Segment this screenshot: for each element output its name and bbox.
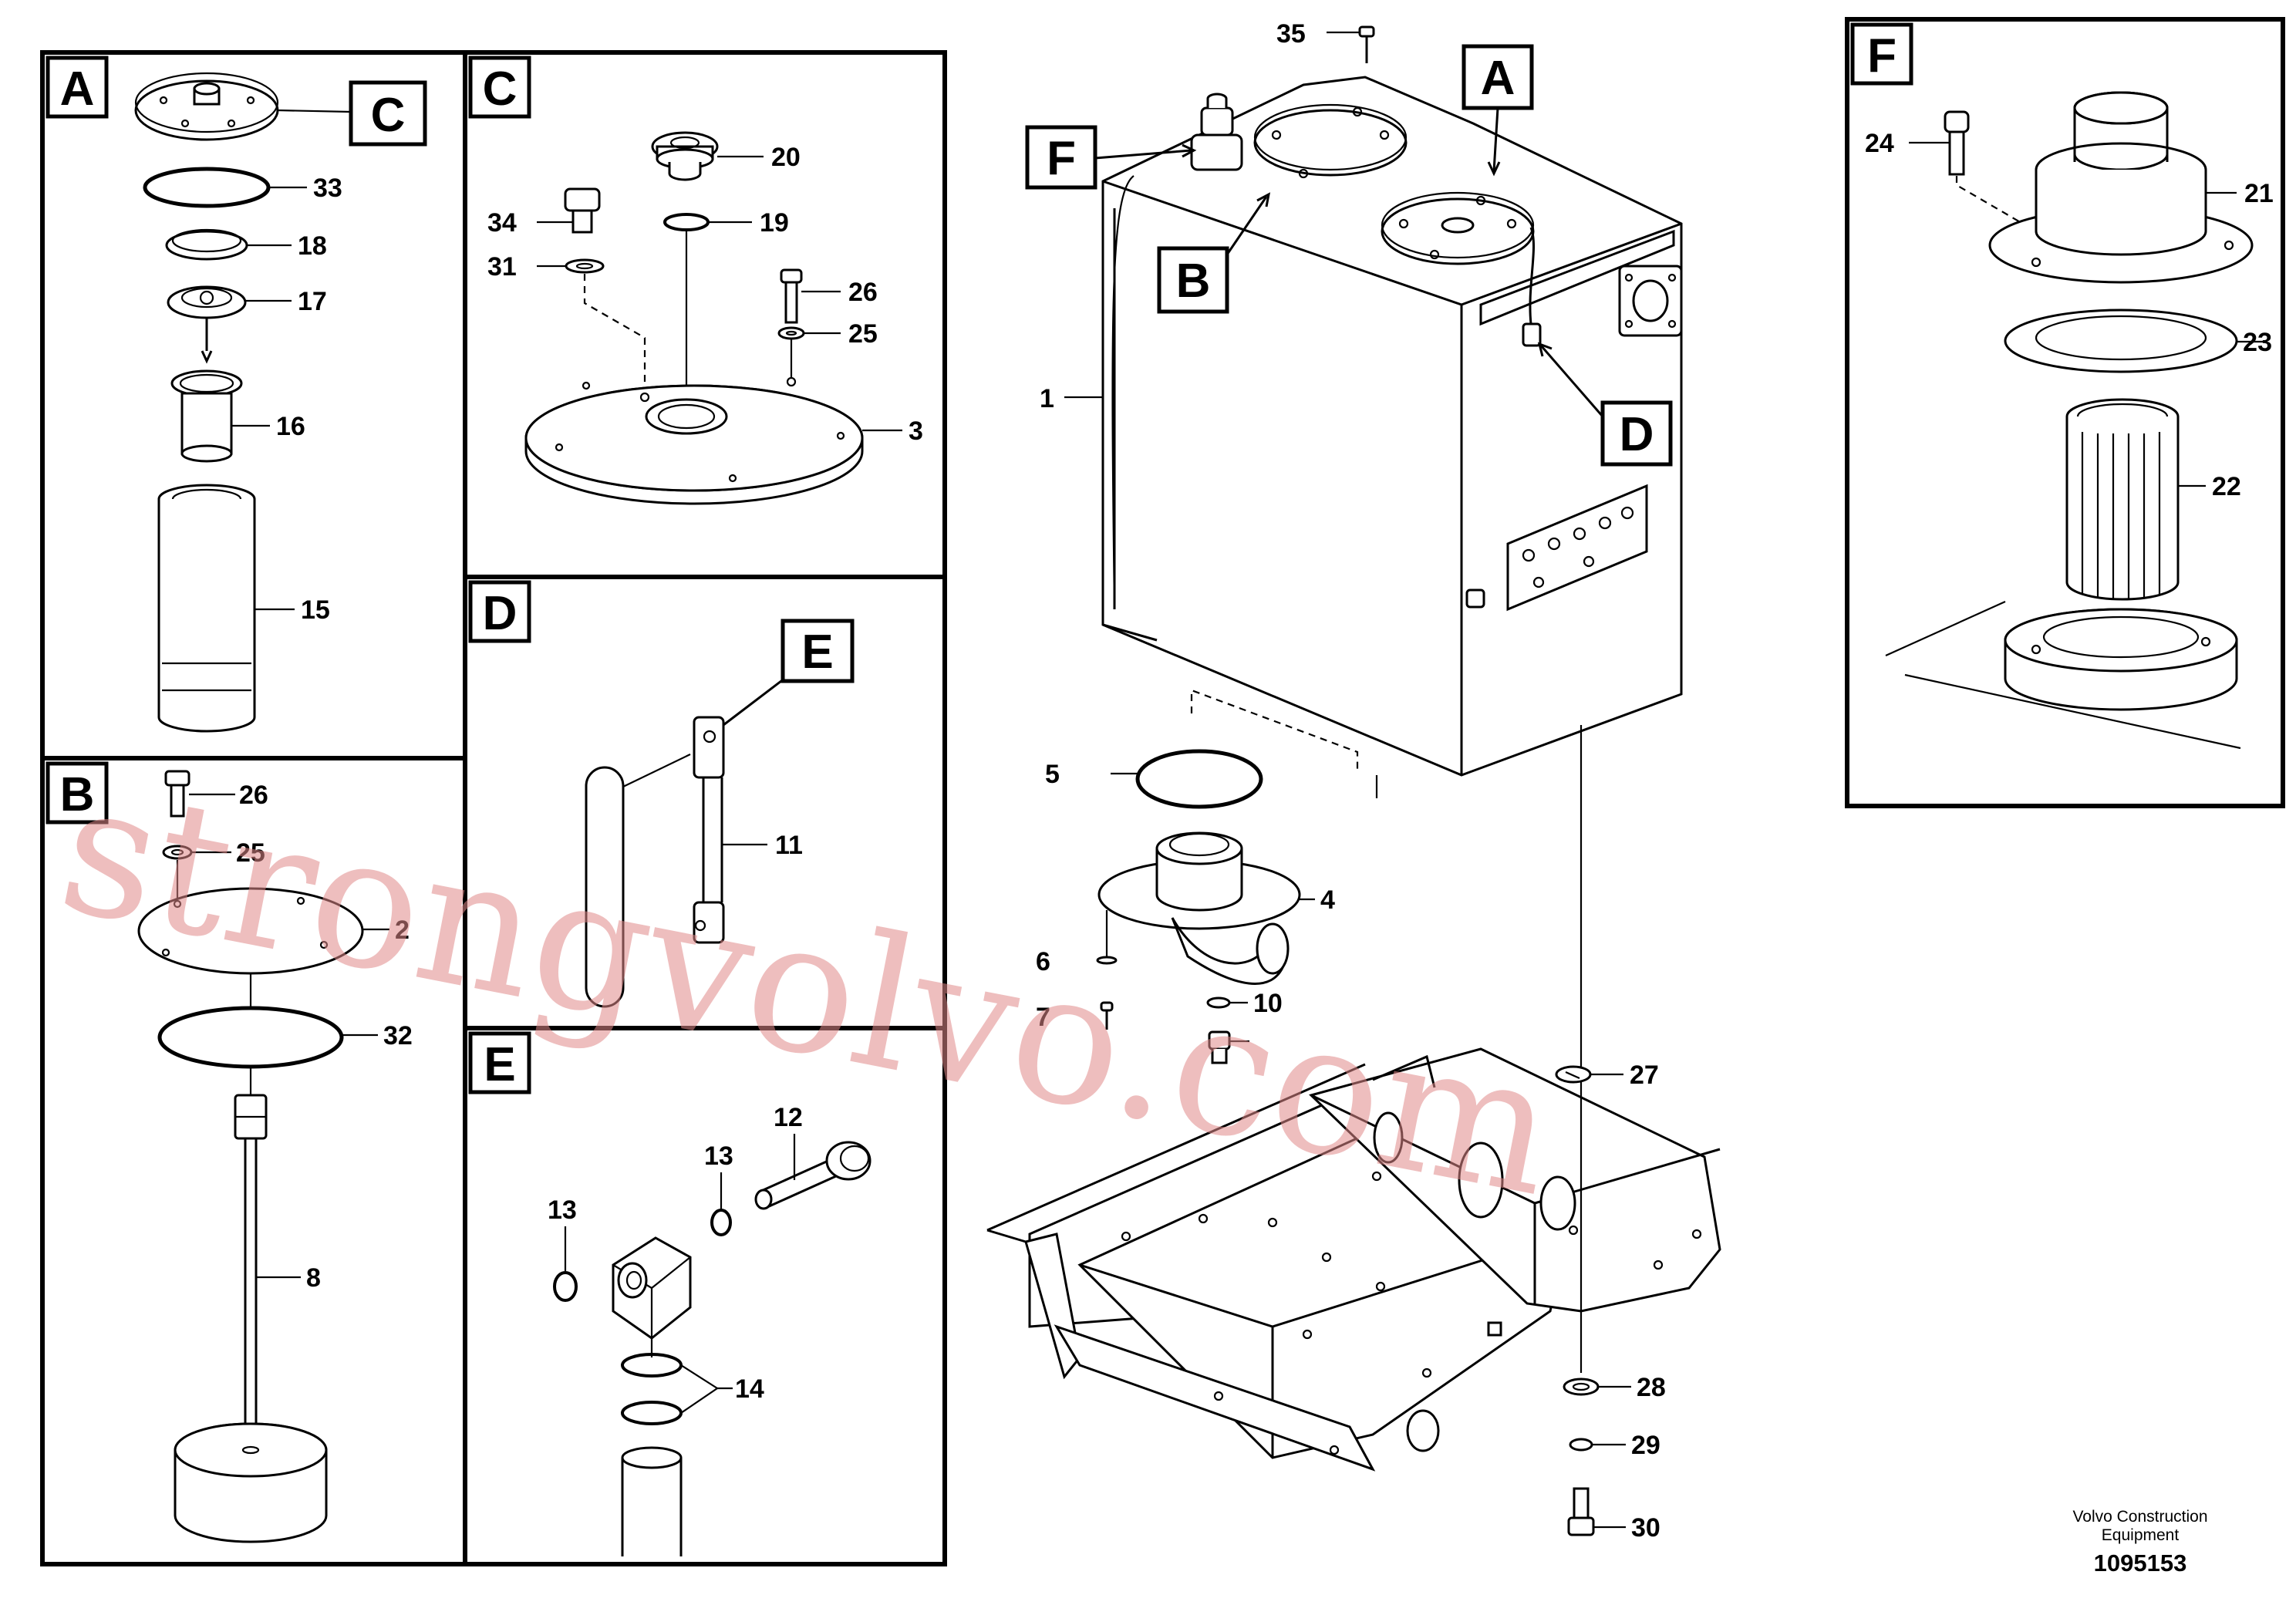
svg-text:23: 23 — [2243, 328, 2272, 357]
svg-text:6: 6 — [1036, 947, 1050, 976]
main-suction-assembly — [1096, 749, 1315, 1064]
panel-e-drawing — [553, 1134, 872, 1556]
svg-text:A: A — [1481, 52, 1515, 105]
svg-text:32: 32 — [383, 1021, 413, 1050]
main-tank-drawing — [1064, 25, 1683, 798]
svg-text:21: 21 — [2244, 179, 2274, 208]
svg-text:17: 17 — [298, 287, 327, 316]
main-callout-a: A — [1462, 44, 1534, 177]
document-number: 1095153 — [2094, 1549, 2187, 1576]
footer-caption: Volvo Construction Equipment 1095153 — [2072, 1508, 2207, 1576]
panel-label-c: C — [468, 56, 531, 119]
svg-text:26: 26 — [239, 781, 268, 810]
svg-text:C: C — [483, 62, 518, 116]
svg-text:13: 13 — [704, 1141, 733, 1171]
svg-text:B: B — [60, 768, 95, 821]
svg-text:19: 19 — [760, 208, 789, 238]
panel-b-part-numbers: 26 25 2 32 8 — [236, 781, 413, 1293]
svg-text:22: 22 — [2212, 472, 2241, 501]
main-callout-f: F — [1025, 125, 1197, 190]
svg-text:4: 4 — [1320, 885, 1335, 915]
svg-text:30: 30 — [1631, 1513, 1660, 1543]
svg-text:13: 13 — [548, 1195, 577, 1225]
svg-text:14: 14 — [735, 1374, 764, 1404]
svg-text:12: 12 — [774, 1103, 803, 1132]
svg-text:15: 15 — [301, 595, 330, 625]
svg-text:2: 2 — [395, 916, 410, 945]
panel-label-d: D — [468, 580, 531, 643]
panel-d-callout-e: E — [781, 619, 855, 683]
panel-a-part-numbers: 33 18 17 16 15 — [276, 174, 342, 625]
panel-c-drawing — [524, 131, 902, 505]
svg-text:5: 5 — [1045, 760, 1060, 789]
panel-f-part-numbers: 24 21 23 22 — [1865, 129, 2274, 501]
svg-text:33: 33 — [313, 174, 342, 203]
svg-text:10: 10 — [1253, 989, 1283, 1018]
svg-text:8: 8 — [306, 1263, 321, 1293]
svg-text:20: 20 — [771, 143, 801, 172]
svg-text:25: 25 — [848, 319, 878, 349]
svg-text:D: D — [1620, 408, 1654, 461]
svg-text:11: 11 — [775, 831, 803, 860]
svg-text:F: F — [1867, 29, 1896, 83]
svg-text:29: 29 — [1631, 1431, 1660, 1460]
panel-d-drawing — [585, 669, 796, 1008]
svg-text:E: E — [801, 626, 833, 679]
svg-text:28: 28 — [1637, 1373, 1666, 1402]
svg-text:1: 1 — [1040, 384, 1054, 413]
panel-d-part-numbers: 11 — [775, 831, 803, 860]
svg-text:31: 31 — [487, 252, 517, 282]
svg-text:7: 7 — [1036, 1003, 1050, 1032]
svg-text:16: 16 — [276, 412, 305, 441]
svg-text:Volvo Construction: Volvo Construction — [2072, 1508, 2207, 1526]
panel-label-a: A — [46, 56, 109, 119]
svg-text:Equipment: Equipment — [2102, 1526, 2180, 1544]
svg-text:35: 35 — [1276, 19, 1306, 49]
panel-label-f: F — [1850, 22, 1913, 86]
panel-a-callout-c: C — [349, 80, 427, 147]
panel-e-part-numbers: 12 13 13 14 — [548, 1103, 803, 1404]
svg-text:26: 26 — [848, 278, 878, 307]
svg-text:A: A — [60, 62, 95, 116]
panel-b-drawing — [137, 770, 389, 1543]
svg-text:C: C — [371, 89, 406, 142]
main-callout-d: D — [1537, 342, 1673, 467]
svg-text:25: 25 — [236, 838, 265, 868]
main-drain-assembly — [1555, 725, 1631, 1536]
svg-text:D: D — [483, 587, 518, 640]
panel-c-part-numbers: 20 19 34 31 26 25 3 — [487, 143, 923, 446]
svg-text:B: B — [1176, 255, 1211, 308]
main-callout-b: B — [1157, 192, 1271, 314]
panel-label-b: B — [46, 761, 109, 824]
panel-a-drawing — [134, 72, 352, 733]
svg-text:3: 3 — [909, 416, 923, 446]
svg-text:24: 24 — [1865, 129, 1894, 158]
svg-text:F: F — [1047, 132, 1076, 185]
watermark-text: strongvolvo.com — [46, 742, 1570, 1237]
panel-f-drawing — [1885, 91, 2267, 750]
main-frame-drawing — [986, 1047, 1721, 1472]
svg-text:27: 27 — [1630, 1061, 1659, 1090]
panel-frames — [40, 17, 2285, 1566]
panel-label-e: E — [468, 1031, 531, 1094]
svg-text:34: 34 — [487, 208, 517, 238]
svg-text:E: E — [484, 1038, 515, 1091]
svg-text:18: 18 — [298, 231, 327, 261]
main-part-numbers: 35 1 5 4 6 7 10 27 28 29 30 — [1036, 19, 1666, 1543]
